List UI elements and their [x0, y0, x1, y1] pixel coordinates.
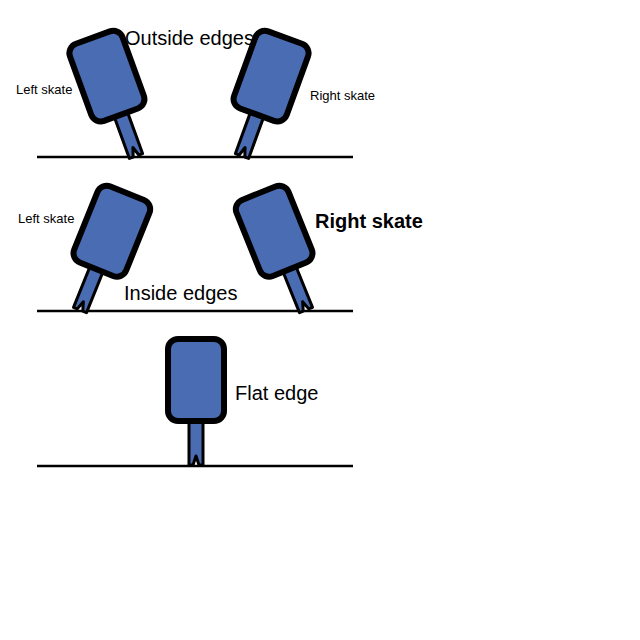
skate-label: Left skate — [18, 212, 74, 227]
edge-heading: Outside edges — [125, 27, 254, 50]
edge-heading: Inside edges — [124, 282, 237, 305]
ice-line — [37, 465, 353, 468]
skate-label: Right skate — [310, 89, 375, 104]
skate-flat — [168, 339, 224, 465]
edge-heading: Flat edge — [235, 382, 318, 405]
skate-label: Left skate — [16, 83, 72, 98]
right-skate-inside — [233, 183, 332, 321]
ice-line — [37, 156, 353, 159]
left-skate-outside — [67, 28, 163, 166]
skate-label: Right skate — [315, 210, 423, 233]
right-skate-outside — [216, 28, 312, 166]
